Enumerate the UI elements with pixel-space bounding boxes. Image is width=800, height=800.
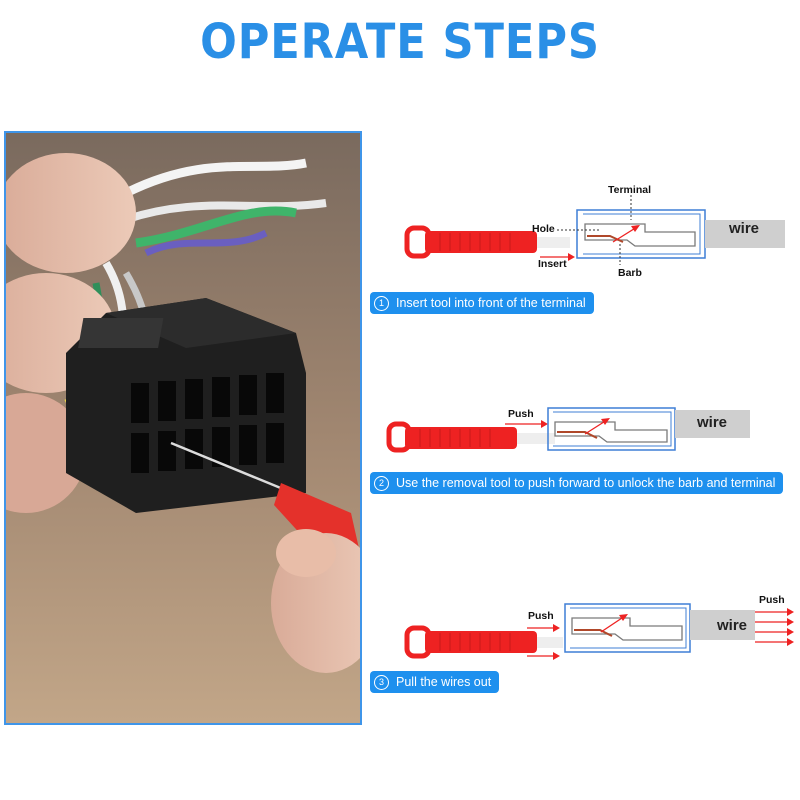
step2-label: 2 Use the removal tool to push forward t… xyxy=(370,472,784,494)
step2-text: Use the removal tool to push forward to … xyxy=(396,476,776,490)
wire-label: wire xyxy=(717,617,748,634)
wire-label: wire xyxy=(697,414,728,431)
page-title: OPERATE STEPS xyxy=(200,14,600,70)
push-left-label: Push xyxy=(528,610,554,622)
step1-label: 1 Insert tool into front of the terminal xyxy=(370,292,594,314)
step2-diagram: Push wire xyxy=(385,400,765,460)
step1-diagram: Terminal Hole Insert Barb wire xyxy=(404,180,785,280)
terminal-label: Terminal xyxy=(608,184,651,196)
wire-label: wire xyxy=(729,220,760,237)
step3-label: 3 Pull the wires out xyxy=(370,671,500,693)
step1-text: Insert tool into front of the terminal xyxy=(396,296,586,310)
insert-label: Insert xyxy=(538,258,567,270)
step2-number: 2 xyxy=(374,475,389,491)
connector-photo xyxy=(4,131,362,725)
barb-label: Barb xyxy=(618,267,642,279)
step3-diagram: Push Push wire xyxy=(404,590,800,665)
step1-number: 1 xyxy=(374,295,389,311)
hole-label: Hole xyxy=(532,223,555,235)
step3-number: 3 xyxy=(374,674,389,690)
push-label: Push xyxy=(508,408,534,420)
step3-text: Pull the wires out xyxy=(396,675,492,689)
push-right-label: Push xyxy=(759,594,785,606)
